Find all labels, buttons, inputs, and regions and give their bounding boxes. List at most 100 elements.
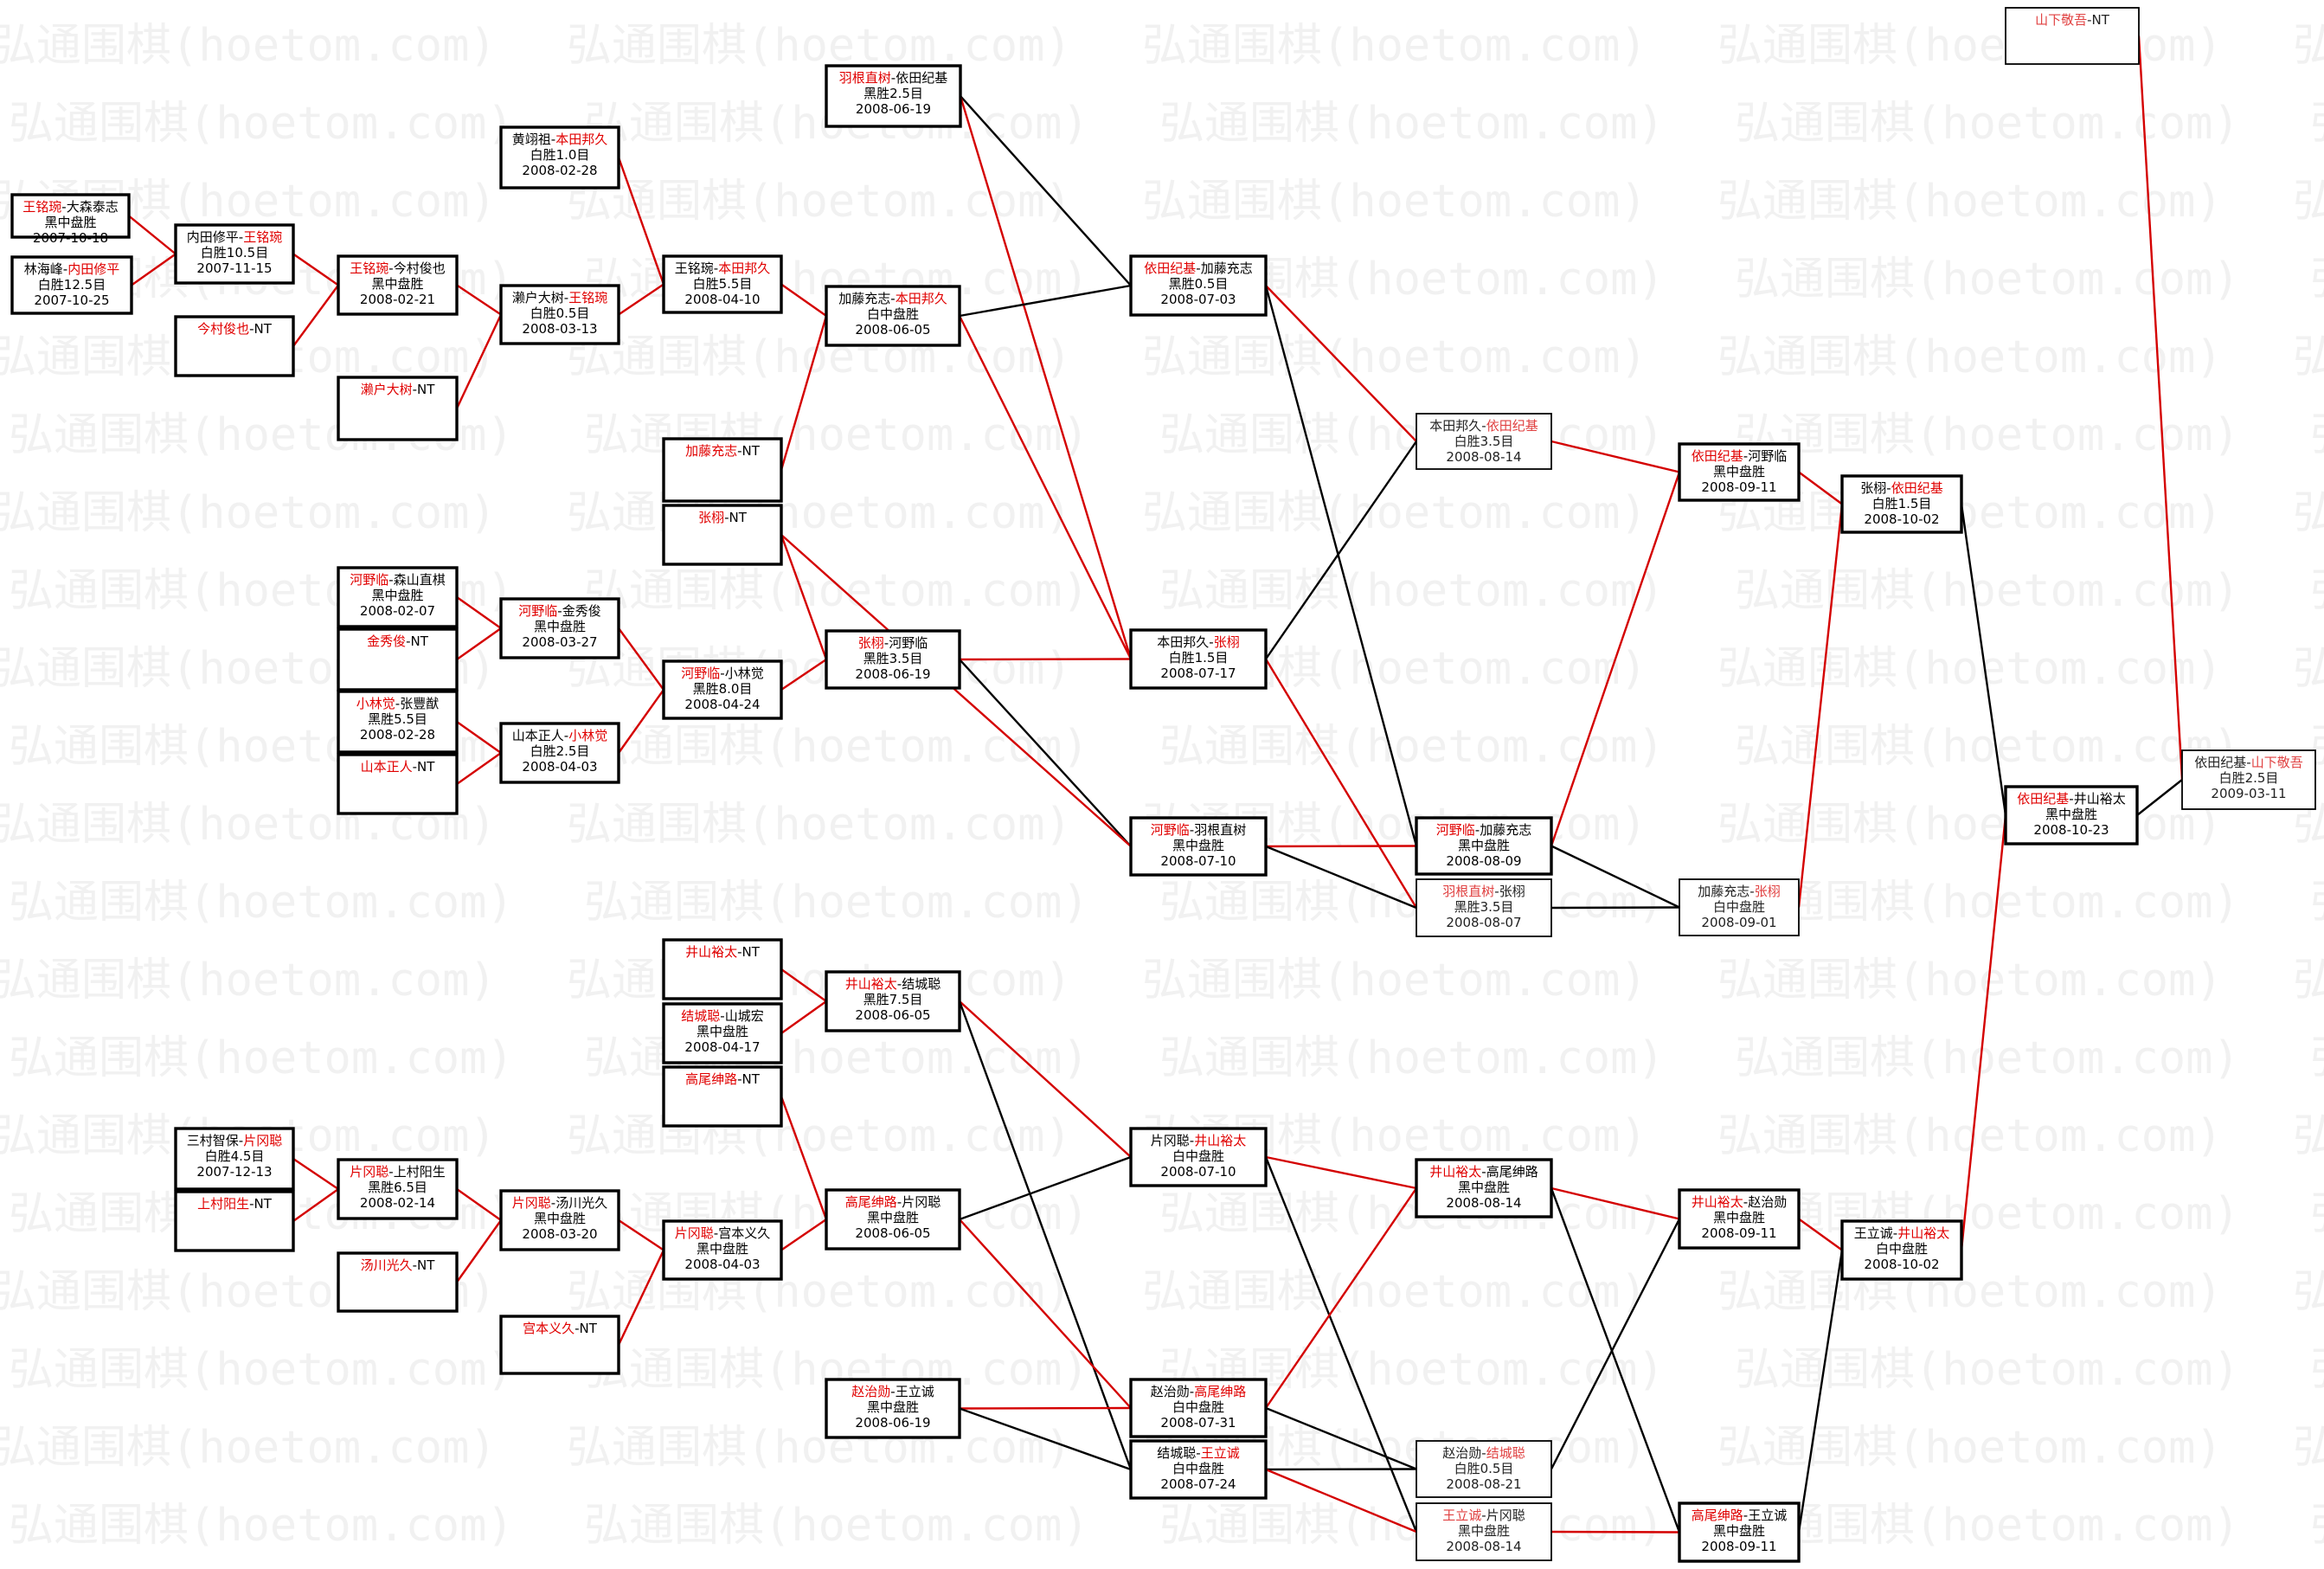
player-name: 结城聪 xyxy=(902,976,941,992)
match-date: 2008-08-14 xyxy=(1446,449,1521,465)
match-box-n31[interactable]: 井山裕太-NT xyxy=(662,938,783,1000)
match-box-n13[interactable]: 张栩-NT xyxy=(662,504,783,566)
player-separator: - xyxy=(564,728,568,743)
match-box-n41[interactable]: 宫本义久-NT xyxy=(499,1315,620,1375)
player-separator: - xyxy=(720,666,724,681)
match-players: 依田纪基-井山裕太 xyxy=(2017,791,2125,807)
match-box-n10[interactable]: 加藤充志-NT xyxy=(662,437,783,503)
watermark-text: 弘通围棋(hoetom.com) xyxy=(584,721,1089,773)
match-date: 2008-09-11 xyxy=(1701,1225,1776,1241)
match-players: 羽根直树-张栩 xyxy=(1442,884,1525,899)
match-players: 王立诚-片冈聪 xyxy=(1442,1508,1525,1523)
match-box-frame xyxy=(1678,442,1801,502)
match-box-n33[interactable]: 高尾绅路-NT xyxy=(662,1065,783,1128)
match-date: 2008-07-10 xyxy=(1160,853,1236,869)
watermark-text: 弘通围棋(hoetom.com) xyxy=(584,877,1089,929)
player-name: NT xyxy=(2092,12,2110,28)
player-separator: - xyxy=(897,1194,902,1210)
match-players: 加藤充志-本田邦久 xyxy=(838,291,947,306)
match-box-n06[interactable]: 濑户大树-NT xyxy=(337,376,459,441)
match-box-n38[interactable]: 汤川光久-NT xyxy=(337,1251,459,1313)
player-name: 结城聪 xyxy=(1157,1445,1196,1461)
winner-name: 井山裕太 xyxy=(1429,1164,1481,1180)
winner-name: 井山裕太 xyxy=(1692,1194,1743,1210)
player-separator: - xyxy=(890,291,895,306)
match-box-n19[interactable]: 山本正人-NT xyxy=(337,753,459,815)
match-box-n04[interactable]: 今村俊也-NT xyxy=(174,315,295,377)
match-box-frame xyxy=(825,970,961,1032)
watermark-text: 弘通围棋(hoetom.com) xyxy=(567,955,1072,1006)
match-box-frame xyxy=(174,1190,295,1252)
watermark-text: 弘通围棋(hoetom.com) xyxy=(567,643,1072,695)
match-players: 本田邦久-张栩 xyxy=(1157,634,1239,650)
watermark-text: 弘通围棋(hoetom.com) xyxy=(1159,1032,1665,1084)
watermark-text: 弘通围棋(hoetom.com) xyxy=(2310,98,2324,150)
match-players: 黄翊祖-本田邦久 xyxy=(512,132,607,147)
watermark-text: 弘通围棋(hoetom.com) xyxy=(1142,487,1647,539)
player-name: 加藤充志 xyxy=(838,291,890,306)
winner-name: 井山裕太 xyxy=(685,944,737,960)
match-result: 白中盘胜 xyxy=(1876,1241,1928,1257)
match-result: 白中盘胜 xyxy=(1172,1399,1224,1415)
match-result: 黑中盘胜 xyxy=(1713,464,1765,479)
match-result: 黑中盘胜 xyxy=(697,1241,748,1257)
winner-name: 依田纪基 xyxy=(2017,791,2069,807)
match-box-n16[interactable]: 金秀俊-NT xyxy=(337,627,459,691)
watermark-text: 弘通围棋(hoetom.com) xyxy=(1159,1500,1665,1552)
connector-n34-n44 xyxy=(959,1000,1132,1158)
player-name: 上村阳生 xyxy=(394,1164,446,1180)
match-box-n36[interactable]: 上村阳生-NT xyxy=(174,1190,295,1252)
winner-name: 片冈聪 xyxy=(675,1225,714,1241)
watermark-text: 弘通围棋(hoetom.com) xyxy=(0,20,497,72)
match-result: 白中盘胜 xyxy=(1172,1148,1224,1164)
connector-n22-n23 xyxy=(959,658,1132,661)
match-box-n54[interactable]: 山下敬吾-NT xyxy=(2005,7,2140,65)
winner-name: 河野临 xyxy=(681,666,720,681)
match-players: 张栩-NT xyxy=(698,510,748,525)
winner-name: 结城聪 xyxy=(681,1008,720,1024)
